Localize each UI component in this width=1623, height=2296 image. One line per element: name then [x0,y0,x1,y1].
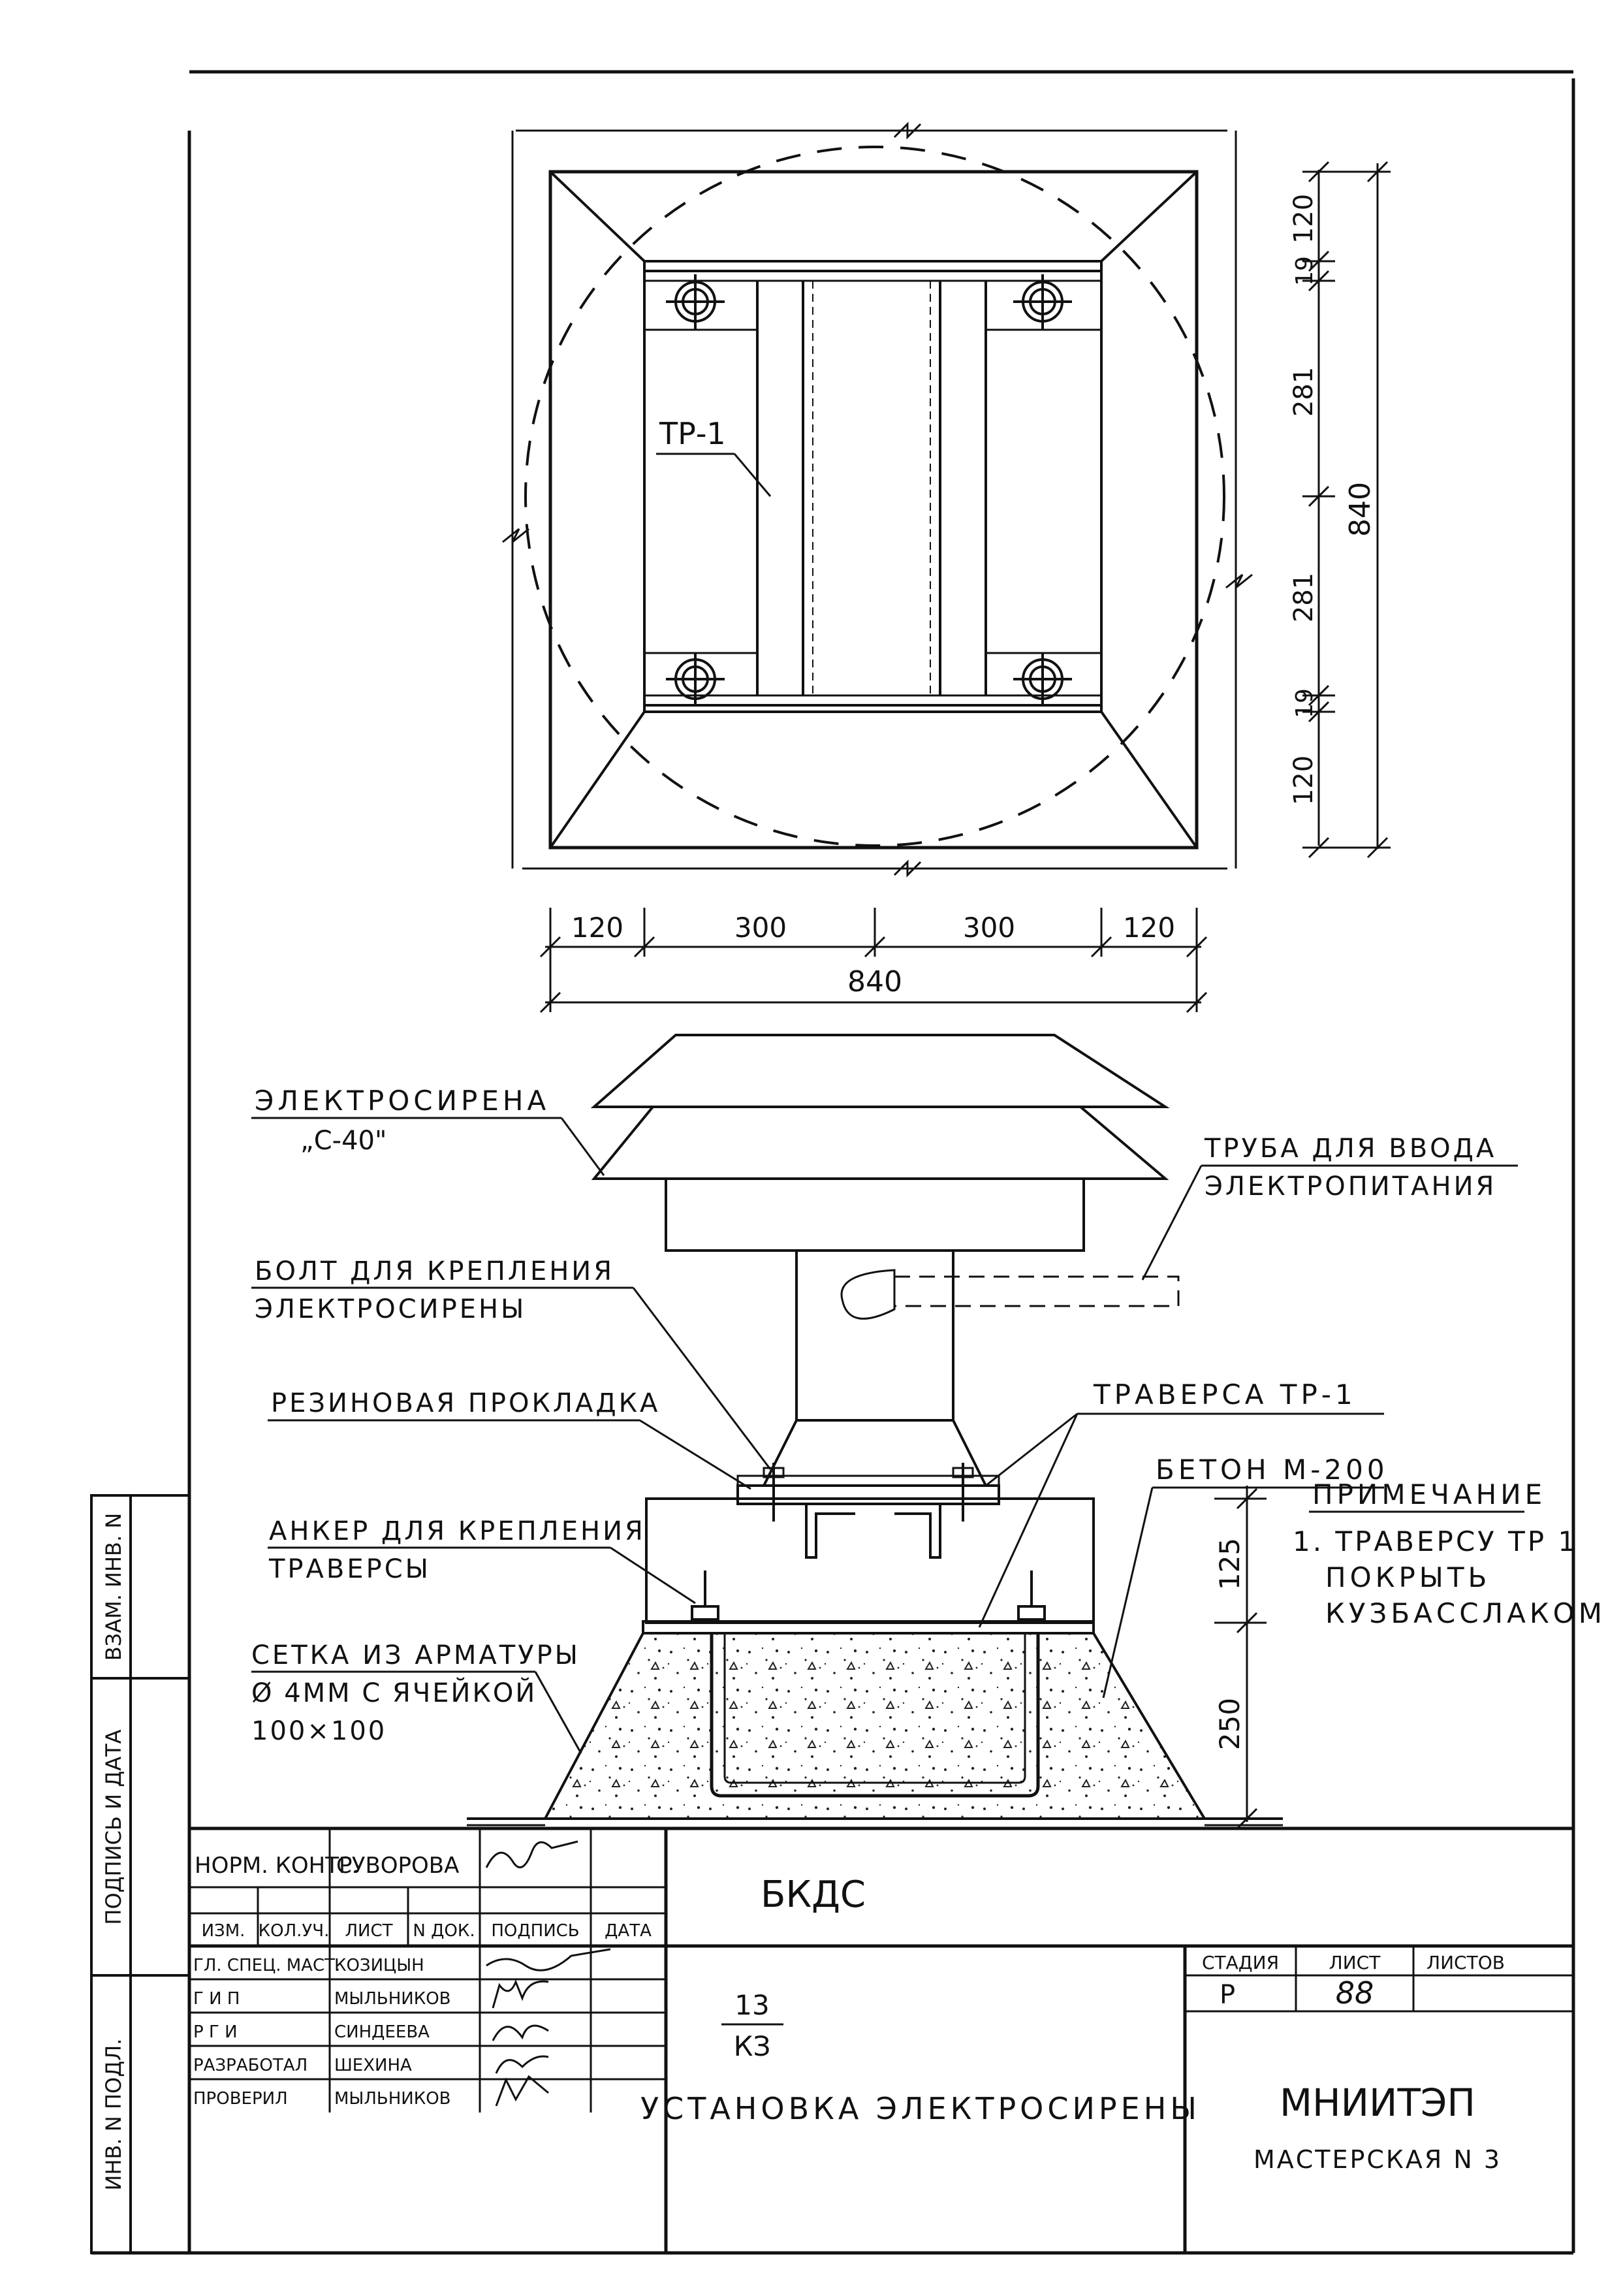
anchor-left [691,1571,719,1621]
sheet-fraction-top: 13 [734,1989,769,2021]
section-leaders [251,1117,1518,1754]
role-row-1: ГЛ. СПЕЦ. МАСТ. [193,1956,340,1975]
siren-body [665,1177,1085,1252]
title-block-grid [189,1826,1573,2253]
role-row-4: РАЗРАБОТАЛ [193,2056,307,2075]
sheets-label: ЛИСТОВ [1426,1952,1505,1973]
anchor-label-line-2: ТРАВЕРСЫ [268,1554,431,1584]
sheet-fraction-bottom: КЗ [734,2030,771,2062]
siren-model: „С-40" [300,1126,386,1156]
mesh-label-line-1: СЕТКА ИЗ АРМАТУРЫ [251,1640,580,1670]
workshop-name: МАСТЕРСКАЯ N 3 [1253,2145,1502,2174]
plan-dim-v-total: 840 [1344,482,1377,537]
concrete-foundation [543,1632,1207,1820]
header-izm: ИЗМ. [202,1921,245,1941]
role-row-2: Г И П [193,1989,240,2009]
bolt-hole-top-left [666,274,725,330]
note-line-3: КУЗБАССЛАКОМ [1325,1597,1606,1629]
role-row-3: Р Г И [193,2022,238,2042]
siren-upper-hood [590,1034,1170,1108]
plan-dim-h-total: 840 [847,965,902,998]
name-row-1: КОЗИЦЫН [334,1956,424,1975]
note-title: ПРИМЕЧАНИЕ [1312,1478,1546,1510]
plan-dim-h-1: 300 [734,912,787,944]
plan-inner-square [643,260,1103,713]
role-row-5: ПРОВЕРИЛ [193,2089,288,2109]
plan-outer-square [548,170,1199,850]
note-line-2: ПОКРЫТЬ [1325,1561,1490,1593]
plan-tr-label: ТР-1 [659,416,726,451]
stage-value: Р [1220,1980,1235,2010]
bolt-label-line-2: ЭЛЕКТРОСИРЕНЫ [255,1294,526,1324]
bolt-hole-bottom-right [1013,653,1072,705]
plan-dim-v-1: 19 [1291,256,1318,286]
plan-dim-v-4: 19 [1291,688,1318,718]
norm-control-name: СУВОРОВА [336,1853,459,1879]
side-stamp [90,1494,191,2254]
sheet-label: ЛИСТ [1329,1952,1381,1973]
stage-label: СТАДИЯ [1202,1952,1279,1973]
plan-dim-v-0: 120 [1289,194,1319,244]
drawing-title: УСТАНОВКА ЭЛЕКТРОСИРЕНЫ [640,2091,1201,2126]
plan-view [502,121,1253,878]
pipe-label-line-2: ЭЛЕКТРОПИТАНИЯ [1205,1172,1496,1202]
side-stamp-cell-3: ИНВ. N ПОДЛ. [101,2039,126,2191]
mesh-label-line-3: 100×100 [251,1716,386,1746]
bolt-hole-top-right [1013,274,1072,330]
traverse-label: ТРАВЕРСА ТР-1 [1093,1379,1357,1411]
section-dimensions [1214,1486,1267,1830]
section-dim-top: 125 [1214,1538,1246,1590]
norm-control-label: НОРМ. КОНТР. [195,1853,359,1879]
concrete-label: БЕТОН М-200 [1156,1454,1389,1486]
name-row-2: МЫЛЬНИКОВ [334,1989,451,2009]
siren-footprint-circle [524,146,1225,847]
rebar-cage [710,1633,1040,1798]
plan-dim-v-5: 120 [1289,756,1319,805]
note-line-1: 1. ТРАВЕРСУ ТР 1 [1293,1525,1578,1557]
name-row-4: ШЕХИНА [334,2056,412,2075]
plan-dim-h-0: 120 [571,912,623,944]
plan-horizontal-dimensions [539,908,1208,1013]
name-row-5: МЫЛЬНИКОВ [334,2089,451,2109]
section-view [590,1034,1180,1634]
signatures [485,1840,611,2107]
org-name: МНИИТЭП [1280,2081,1475,2125]
header-data: ДАТА [605,1921,652,1941]
project-code: БКДС [761,1873,866,1916]
anchor-label-line-1: АНКЕР ДЛЯ КРЕПЛЕНИЯ [269,1516,646,1546]
bolt-label-line-1: БОЛТ ДЛЯ КРЕПЛЕНИЯ [255,1256,614,1286]
side-stamp-cell-1: ВЗАМ. ИНВ. N [101,1513,126,1661]
header-kol-uch: КОЛ.УЧ. [259,1921,330,1941]
name-row-3: СИНДЕЕВА [334,2022,430,2042]
mesh-label-line-2: Ø 4ММ С ЯЧЕЙКОЙ [251,1677,537,1708]
sheet-value: 88 [1336,1975,1374,2011]
header-n-dok: N ДОК. [413,1921,475,1941]
header-podpis: ПОДПИСЬ [491,1921,579,1941]
plan-dim-v-3: 281 [1289,573,1319,622]
siren-label: ЭЛЕКТРОСИРЕНА [255,1085,550,1117]
rubber-gasket [736,1484,1000,1505]
bolt-hole-bottom-left [666,653,725,705]
plan-vertical-dimensions [1302,161,1391,859]
plan-dim-v-2: 281 [1289,367,1319,417]
anchor-right [1017,1571,1046,1621]
power-pipe [894,1275,1180,1307]
header-list: ЛИСТ [345,1921,392,1941]
plan-dim-h-3: 120 [1123,912,1175,944]
upper-pedestal [645,1497,1095,1624]
siren-lower-hood [591,1106,1169,1180]
pipe-label-line-1: ТРУБА ДЛЯ ВВОДА [1204,1134,1496,1164]
side-stamp-cell-2: ПОДПИСЬ И ДАТА [101,1729,126,1924]
section-dim-bottom: 250 [1214,1698,1246,1750]
plan-dim-h-2: 300 [963,912,1015,944]
gasket-label: РЕЗИНОВАЯ ПРОКЛАДКА [271,1388,660,1418]
